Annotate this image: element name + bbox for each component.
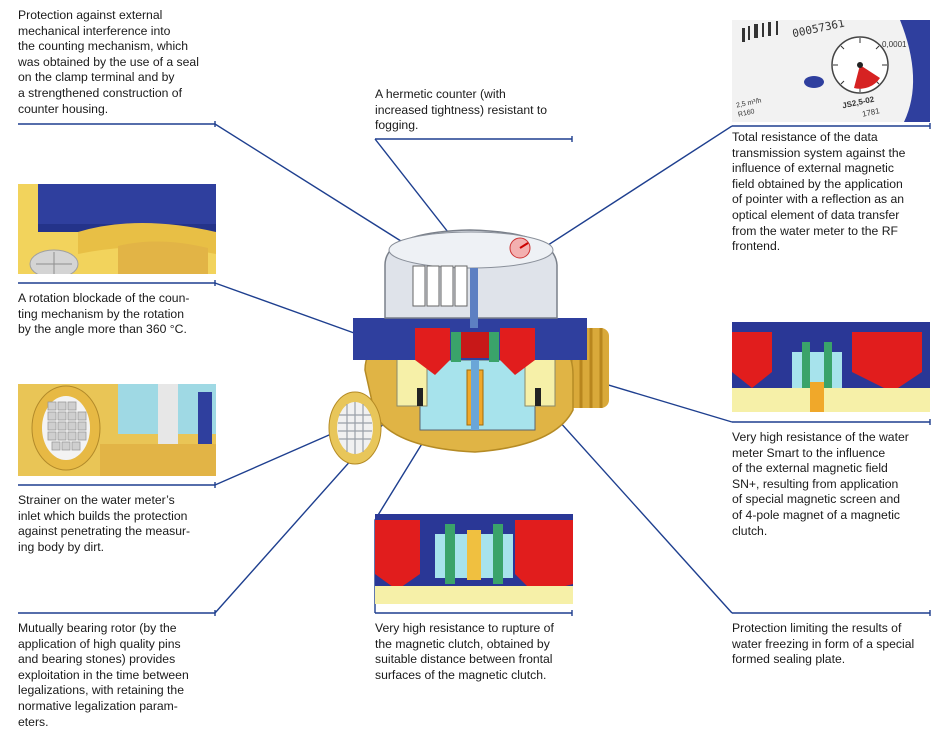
callout-magnetic-resistance: Very high resistance of the water meter … [732, 430, 909, 538]
callout-freezing: Protection limiting the results of water… [732, 621, 915, 667]
water-meter-illustration [328, 229, 609, 465]
callout-strainer: Strainer on the water meter’s inlet whic… [18, 493, 191, 554]
strainer-inlet [328, 391, 382, 465]
leader-line [214, 123, 413, 249]
magnetic-screen-inset [732, 322, 930, 412]
callout-data-transmission: Total resistance of the data transmissio… [732, 130, 906, 254]
callout-external-interference: Protection against external mechanical i… [18, 8, 199, 116]
leader-line [527, 125, 733, 259]
counter-wheels [412, 265, 468, 307]
clutch-image [375, 514, 573, 604]
rotation-blockade-image [18, 184, 216, 274]
strainer-inset [18, 384, 216, 476]
callout-rotor: Mutually bearing rotor (by the applicati… [18, 621, 189, 729]
callout-hermetic-counter: A hermetic counter (with increased tight… [375, 87, 548, 133]
dial-scale: 0,0001 [882, 40, 907, 49]
sealing-plate [417, 388, 423, 406]
dial-image [732, 20, 930, 122]
magnets [415, 328, 535, 375]
callout-rotation-blockade: A rotation blockade of the coun- ting me… [18, 291, 190, 337]
magnetic-screen-image [732, 322, 930, 412]
leader-line [214, 427, 346, 486]
clutch-inset [375, 514, 573, 604]
callout-clutch-rupture: Very high resistance to rupture of the m… [375, 621, 554, 682]
dial-inset: 00057361 0,0001 2,5 m³/h R160 JS2,5-02 1… [732, 20, 930, 122]
rotation-blockade-inset [18, 184, 216, 274]
strainer-image [18, 384, 216, 476]
leader-line [214, 282, 369, 339]
